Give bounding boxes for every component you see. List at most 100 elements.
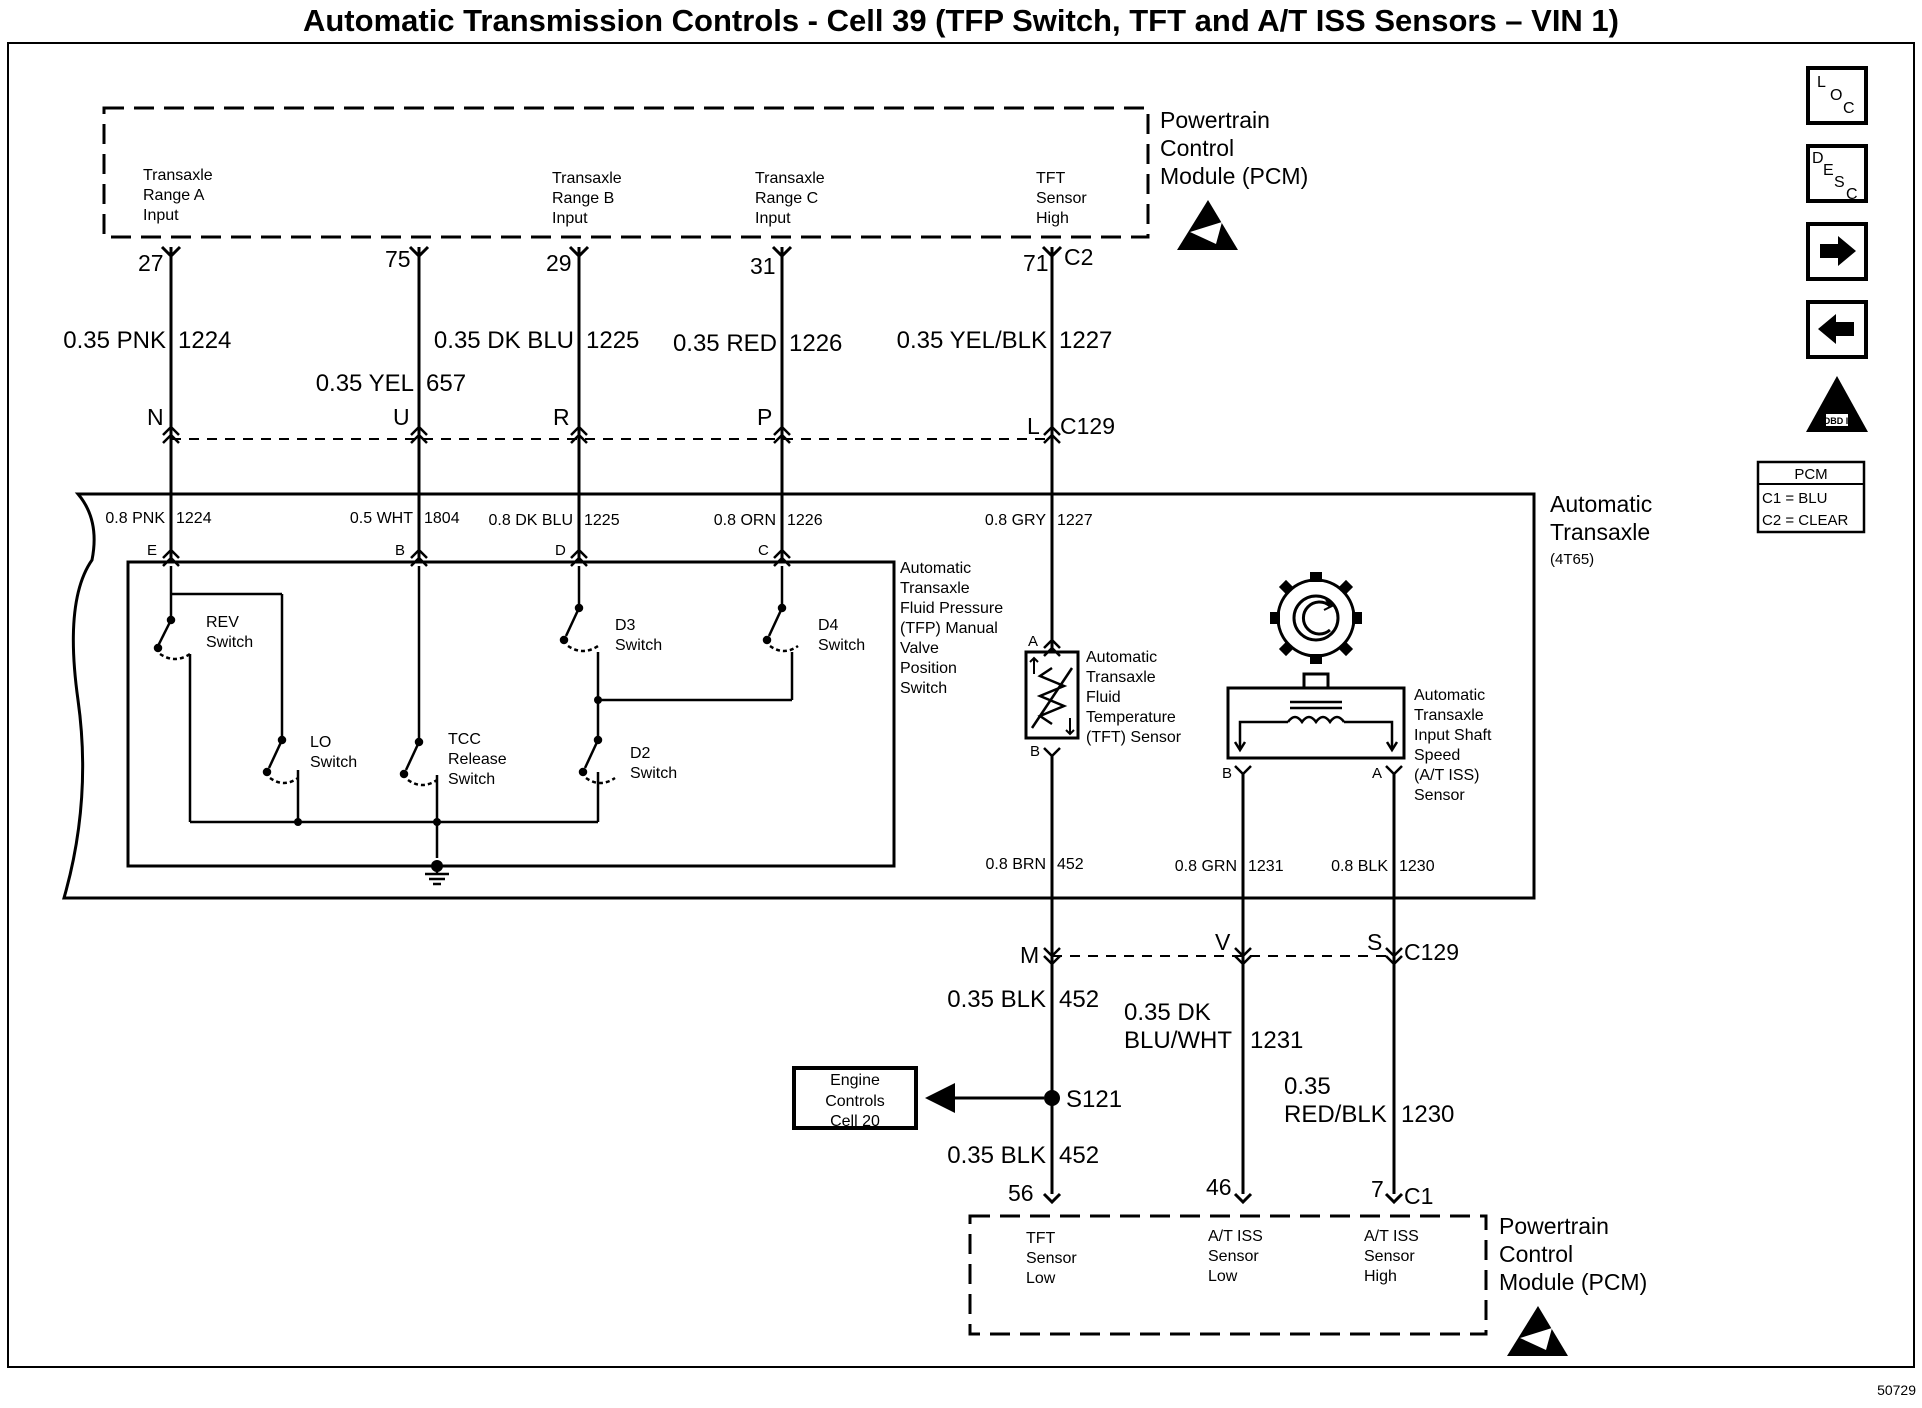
transaxle-label: Automatic Transaxle (1550, 491, 1659, 545)
svg-text:D: D (1812, 150, 1824, 167)
svg-text:0.35 BLK: 0.35 BLK (947, 1142, 1046, 1169)
diagram-frame (7, 42, 1915, 1368)
c129-pin-n: N (147, 404, 164, 430)
pin-7: 7 (1371, 1176, 1384, 1202)
svg-text:1226: 1226 (789, 330, 842, 357)
svg-text:1230: 1230 (1401, 1101, 1454, 1128)
c129-upper-label: C129 (1060, 413, 1115, 439)
svg-text:0.8 ORN: 0.8 ORN (714, 512, 776, 529)
pcm-top-label: Powertrain Control Module (PCM) (1160, 107, 1308, 189)
connector-c2-label: C2 (1064, 244, 1093, 270)
svg-text:0.8 GRN: 0.8 GRN (1175, 858, 1237, 875)
obd-ii-label: OBD II (1823, 416, 1851, 426)
tfp-pin-e: E (147, 542, 157, 559)
svg-text:C: C (1843, 100, 1855, 117)
svg-text:1230: 1230 (1399, 858, 1435, 875)
svg-text:1224: 1224 (176, 510, 212, 527)
svg-text:L: L (1817, 74, 1826, 91)
svg-text:0.35 BLK: 0.35 BLK (947, 986, 1046, 1013)
pin-27: 27 (138, 250, 164, 276)
tfp-pin-b: B (395, 542, 405, 559)
c129-pin-m: M (1020, 942, 1039, 968)
arrow-left-icon (1818, 314, 1854, 344)
tft-pin-b: B (1030, 743, 1040, 760)
c129-pin-u: U (393, 404, 410, 430)
lower-trans-wire-labels: 0.8 BRN 452 0.8 GRN 1231 0.8 BLK 1230 (986, 856, 1435, 875)
c129-lower-label: C129 (1404, 939, 1459, 965)
svg-text:O: O (1830, 87, 1842, 104)
page-title: Automatic Transmission Controls - Cell 3… (303, 3, 1619, 38)
arrow-right-icon (1820, 236, 1856, 266)
c129-pin-v: V (1215, 929, 1231, 955)
svg-text:657: 657 (426, 370, 466, 397)
pin-29: 29 (546, 250, 572, 276)
tft-sensor: A B Automatic Transaxle Fluid Temperatur… (1024, 633, 1182, 760)
tft-pin-a: A (1028, 633, 1038, 650)
reluctor-wheel-icon (1270, 572, 1362, 664)
c129-pin-r: R (553, 404, 570, 430)
esd-warning-icon (1177, 200, 1238, 250)
svg-text:0.35 YEL/BLK: 0.35 YEL/BLK (897, 327, 1047, 354)
svg-text:0.8 BRN: 0.8 BRN (986, 856, 1046, 873)
pin-46: 46 (1206, 1174, 1232, 1200)
iss-sensor: B A Automatic Transaxle Input Shaft Spee… (1222, 572, 1492, 804)
tcc-switch-contact (399, 737, 438, 787)
svg-text:C2 = CLEAR: C2 = CLEAR (1762, 512, 1848, 529)
pin-71: 71 (1023, 250, 1049, 276)
svg-text:1226: 1226 (787, 512, 823, 529)
c129-pin-s: S (1367, 929, 1382, 955)
tfp-pin-d: D (555, 542, 566, 559)
svg-text:C1 = BLU: C1 = BLU (1762, 490, 1827, 507)
svg-text:0.35 RED: 0.35 RED (673, 330, 777, 357)
obd-ii-button[interactable]: OBD II (1806, 376, 1868, 432)
pcm-bottom-label: Powertrain Control Module (PCM) (1499, 1213, 1647, 1295)
iss-pin-a: A (1372, 765, 1382, 782)
esd-warning-icon (1507, 1306, 1568, 1356)
trans-wire-labels: 0.8 PNK 1224 0.5 WHT 1804 0.8 DK BLU 122… (105, 510, 1092, 529)
ground-icon (425, 866, 449, 886)
previous-page-button[interactable] (1806, 300, 1868, 359)
svg-text:1804: 1804 (424, 510, 460, 527)
wire-label-dk-blu-1225: 0.35 DK BLU 1225 (434, 327, 639, 354)
figure-id: 50729 (1877, 1382, 1916, 1398)
svg-text:1231: 1231 (1248, 858, 1284, 875)
wire-label-blk-452-a: 0.35 BLK 452 (947, 986, 1099, 1013)
desc-button[interactable]: D E S C (1806, 144, 1868, 203)
connector-c1-label: C1 (1404, 1183, 1433, 1209)
pin-75: 75 (385, 246, 411, 272)
pin-31: 31 (750, 253, 776, 279)
c129-upper-connector: N U R P L C129 (147, 404, 1115, 444)
pin-56: 56 (1008, 1180, 1034, 1206)
d4-switch-contact (762, 603, 799, 653)
svg-text:0.35 PNK: 0.35 PNK (63, 327, 166, 354)
next-page-button[interactable] (1806, 222, 1868, 281)
svg-text:PCM: PCM (1794, 466, 1827, 483)
svg-text:0.8 GRY: 0.8 GRY (985, 512, 1046, 529)
wire-label-yel-blk-1227: 0.35 YEL/BLK 1227 (897, 327, 1113, 354)
svg-text:0.8 BLK: 0.8 BLK (1331, 858, 1388, 875)
svg-text:1231: 1231 (1250, 1027, 1303, 1054)
upper-wires (169, 247, 1054, 652)
wire-label-yel-657: 0.35 YEL 657 (316, 370, 466, 397)
loc-button[interactable]: L O C (1806, 66, 1868, 125)
splice-label: S121 (1066, 1086, 1122, 1113)
svg-text:1227: 1227 (1057, 512, 1093, 529)
tft-sensor-label: Automatic Transaxle Fluid Temperature (T… (1086, 649, 1182, 746)
